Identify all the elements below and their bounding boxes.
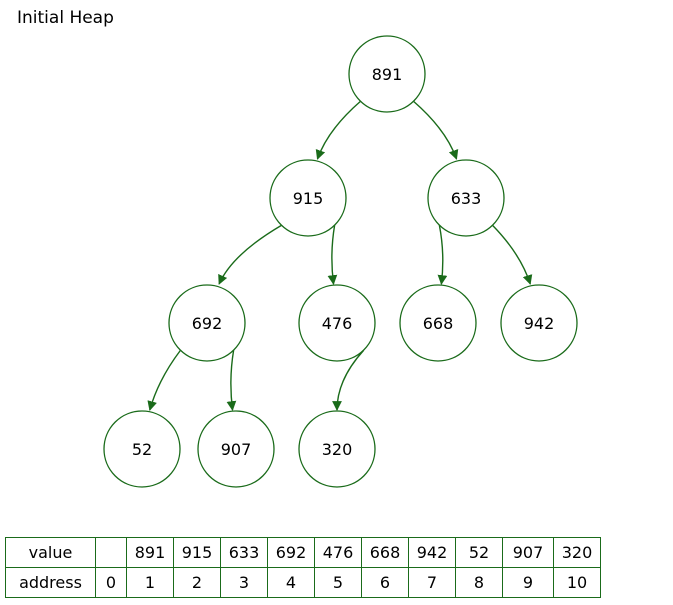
tree-node-6: 668	[399, 284, 477, 362]
edge-3-7	[492, 224, 533, 285]
address-cell-9: 9	[502, 567, 554, 598]
node-label: 915	[293, 189, 324, 208]
node-label: 692	[192, 314, 223, 333]
edge-1-3	[413, 100, 459, 160]
tree-node-3: 633	[427, 159, 505, 237]
heap-tree: 891 915 633 692 476 668 942 52 907 320	[103, 35, 578, 488]
node-circle	[103, 410, 181, 488]
address-cell-6: 6	[361, 567, 409, 598]
node-label: 907	[221, 440, 252, 459]
tree-node-10: 320	[298, 410, 376, 488]
tree-node-2: 915	[269, 159, 347, 237]
tree-node-4: 692	[168, 284, 246, 362]
edge-2-4	[218, 224, 282, 285]
node-label: 633	[451, 189, 482, 208]
value-cell-2: 915	[173, 537, 221, 568]
value-row-label: value	[5, 537, 96, 568]
edge-2-5	[327, 225, 338, 285]
edge-3-6	[437, 225, 448, 285]
heap-array-table: value 891 915 633 692 476 668 942 52 907…	[5, 537, 601, 598]
node-circle	[500, 284, 578, 362]
value-cell-3: 633	[220, 537, 268, 568]
value-cell-10: 320	[553, 537, 601, 568]
tree-node-5: 476	[298, 284, 376, 362]
node-label: 476	[322, 314, 353, 333]
tree-node-1: 891	[348, 35, 426, 113]
value-cell-4: 692	[267, 537, 315, 568]
value-cell-6: 668	[361, 537, 409, 568]
value-cell-1: 891	[126, 537, 174, 568]
node-label: 891	[372, 65, 403, 84]
value-cell-8: 52	[455, 537, 503, 568]
node-label: 320	[322, 440, 353, 459]
value-cell-0	[95, 537, 127, 568]
address-cell-1: 1	[126, 567, 174, 598]
node-circle	[197, 410, 275, 488]
node-circle	[298, 410, 376, 488]
address-cell-2: 2	[173, 567, 221, 598]
node-circle	[269, 159, 347, 237]
address-cell-10: 10	[553, 567, 601, 598]
node-circle	[298, 284, 376, 362]
node-circle	[399, 284, 477, 362]
address-cell-5: 5	[314, 567, 362, 598]
node-circle	[168, 284, 246, 362]
tree-node-7: 942	[500, 284, 578, 362]
address-cell-0: 0	[95, 567, 127, 598]
edge-4-9	[226, 350, 237, 411]
node-label: 668	[423, 314, 454, 333]
node-circle	[348, 35, 426, 113]
tree-node-8: 52	[103, 410, 181, 488]
address-cell-7: 7	[408, 567, 456, 598]
value-cell-7: 942	[408, 537, 456, 568]
address-cell-3: 3	[220, 567, 268, 598]
node-circle	[427, 159, 505, 237]
edge-5-10	[332, 349, 365, 411]
address-row-label: address	[5, 567, 96, 598]
value-row: value 891 915 633 692 476 668 942 52 907…	[5, 537, 601, 568]
address-cell-8: 8	[455, 567, 503, 598]
value-cell-5: 476	[314, 537, 362, 568]
node-label: 52	[132, 440, 152, 459]
diagram-title: Initial Heap	[17, 8, 114, 28]
tree-node-9: 907	[197, 410, 275, 488]
edge-4-8	[147, 349, 181, 411]
node-label: 942	[524, 314, 555, 333]
value-cell-9: 907	[502, 537, 554, 568]
address-cell-4: 4	[267, 567, 315, 598]
edge-1-2	[315, 100, 361, 160]
address-row: address 0 1 2 3 4 5 6 7 8 9 10	[5, 567, 601, 598]
